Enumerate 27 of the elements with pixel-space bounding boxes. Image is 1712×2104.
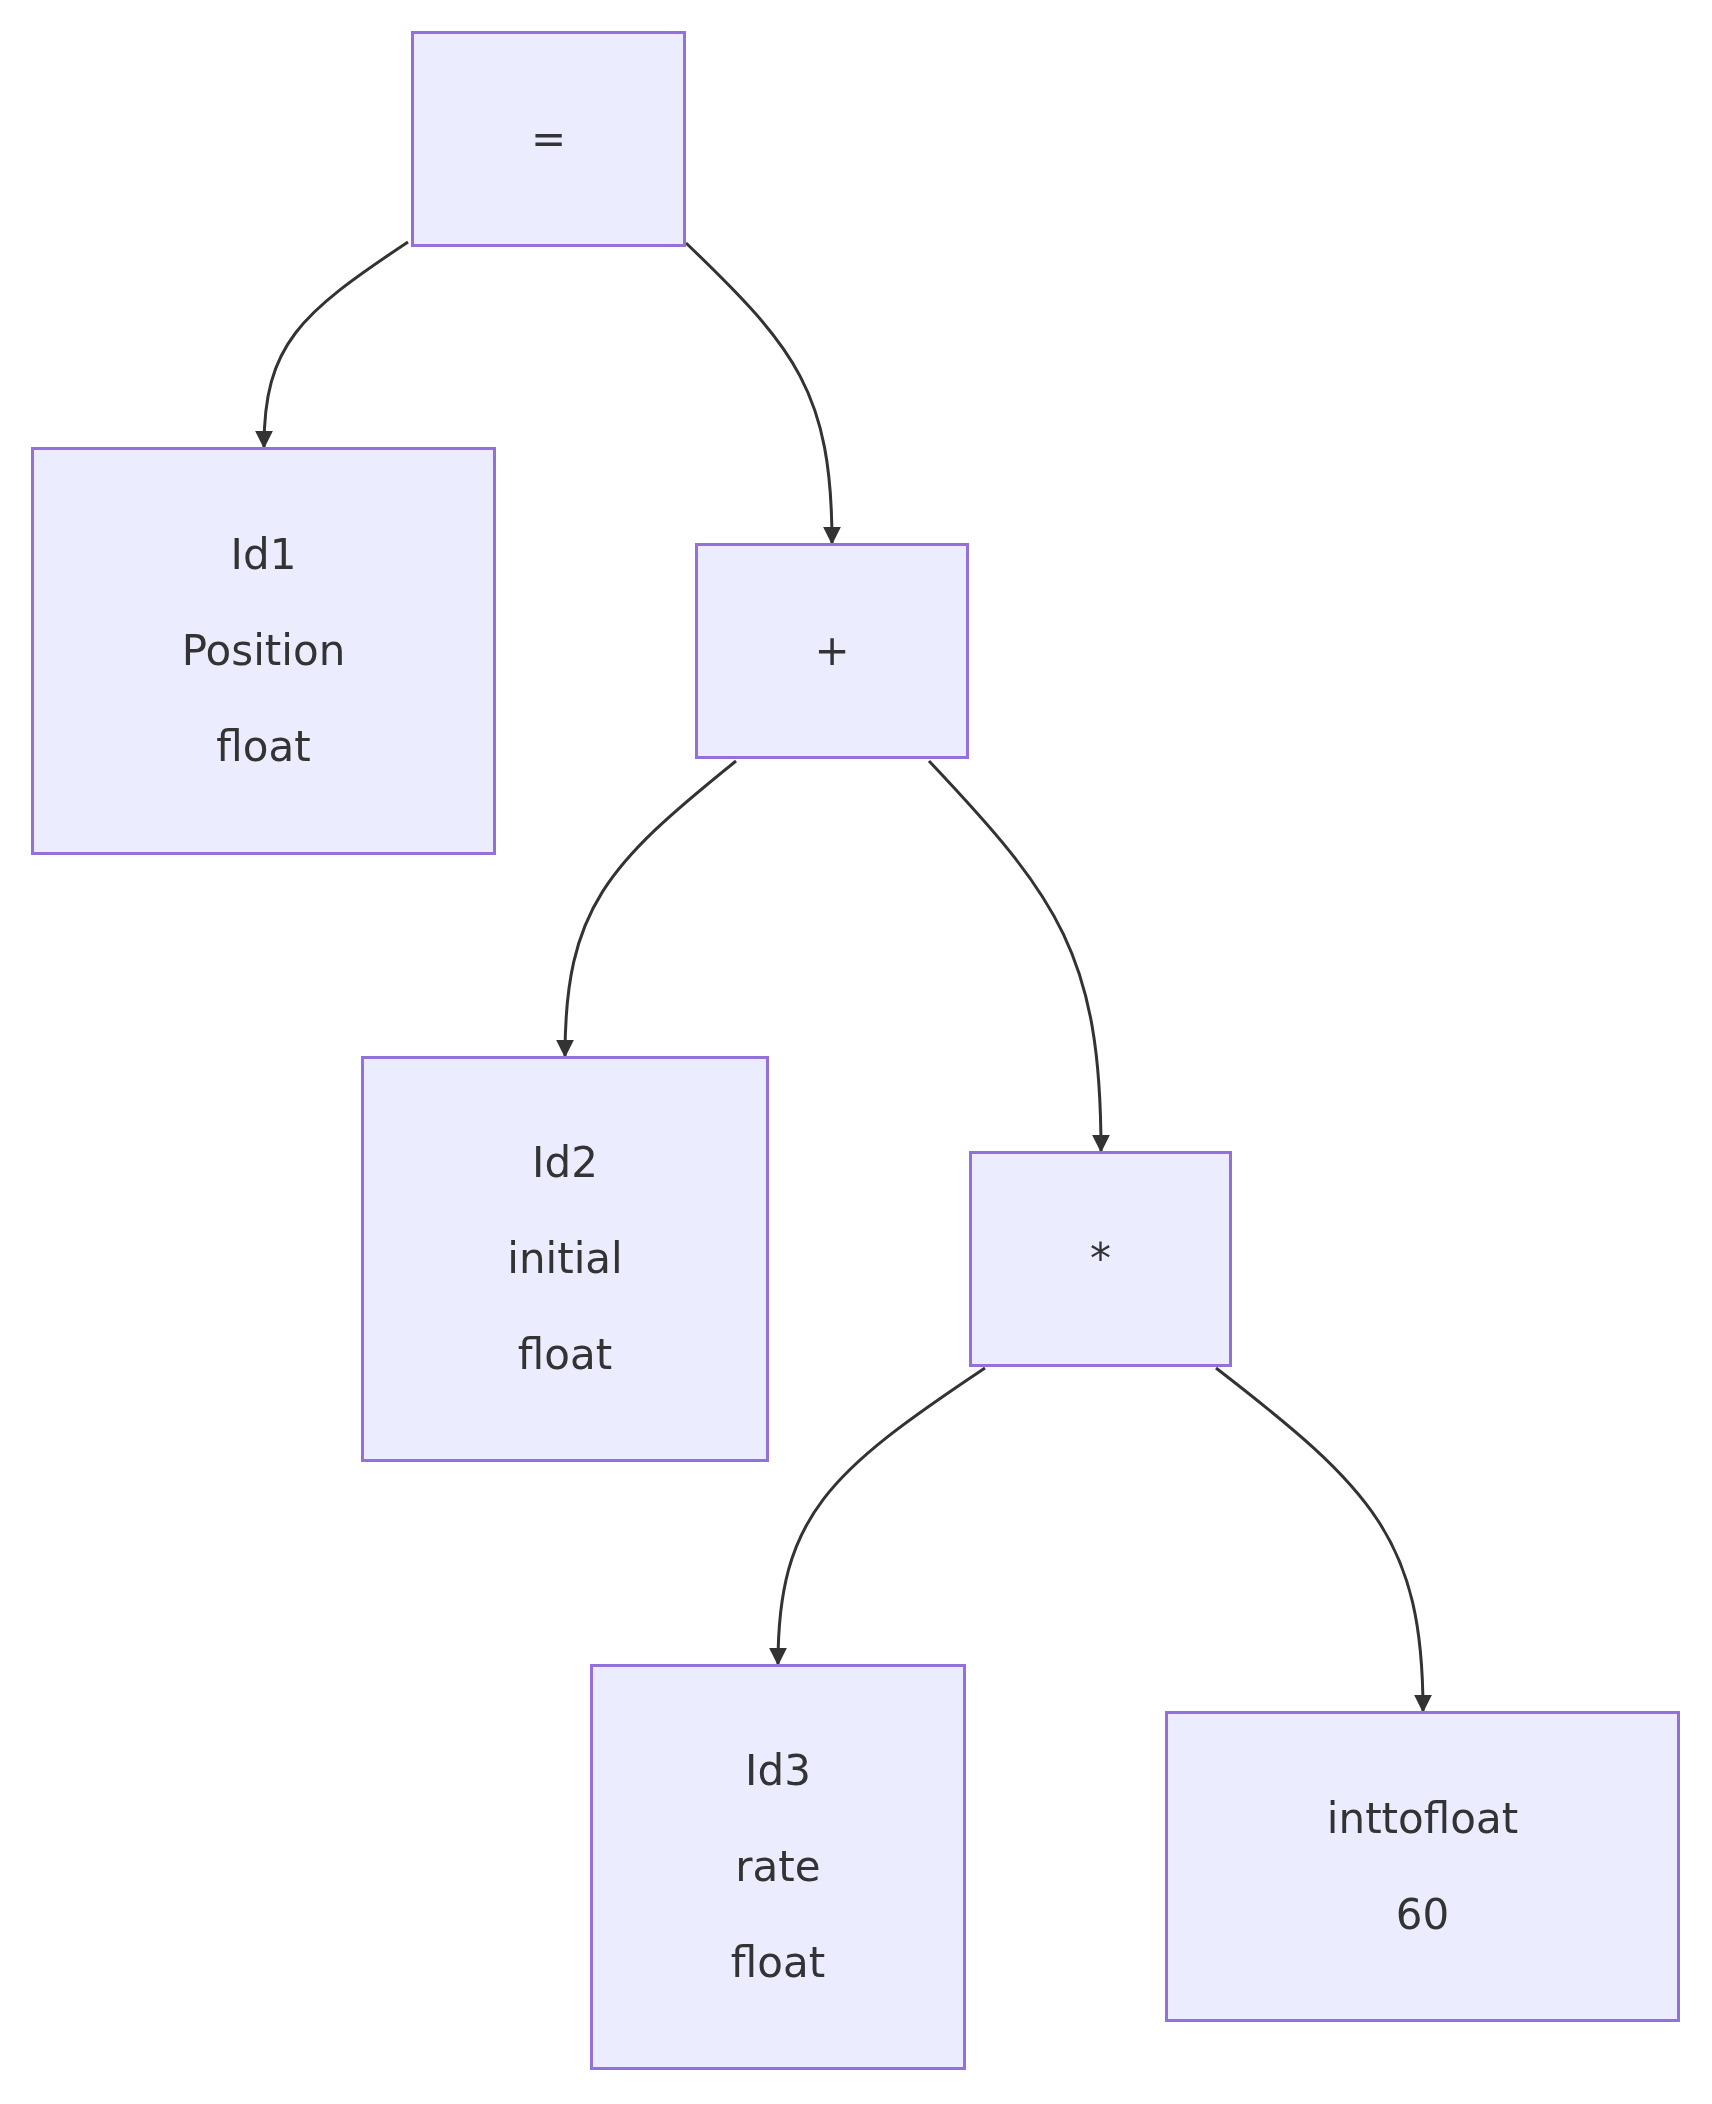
node-label: + bbox=[814, 625, 850, 677]
node-label: * bbox=[1090, 1233, 1111, 1285]
tree-node-box bbox=[695, 543, 969, 759]
node-label: Position bbox=[181, 625, 346, 677]
arrow bbox=[769, 1366, 986, 1666]
node-label: float bbox=[730, 1937, 826, 1989]
tree-node-box bbox=[969, 1151, 1232, 1367]
node-label: initial bbox=[507, 1233, 623, 1285]
arrow bbox=[1215, 1366, 1432, 1713]
node-label: Id2 bbox=[532, 1137, 598, 1189]
arrow bbox=[927, 759, 1110, 1153]
arrow bbox=[556, 759, 737, 1058]
tree-node-box bbox=[361, 1056, 769, 1462]
arrow bbox=[255, 240, 409, 449]
tree-node-box bbox=[411, 31, 686, 247]
node-label: float bbox=[517, 1329, 613, 1381]
node-label: = bbox=[530, 113, 567, 165]
arrow bbox=[684, 241, 841, 545]
node-label: 60 bbox=[1395, 1888, 1450, 1941]
tree-node-box bbox=[31, 447, 496, 855]
node-label: Id1 bbox=[230, 529, 297, 581]
tree-node-box bbox=[590, 1664, 966, 2070]
node-label: Id3 bbox=[745, 1745, 811, 1797]
node-label: float bbox=[216, 721, 311, 773]
node-label: inttofloat bbox=[1326, 1792, 1519, 1845]
node-label: rate bbox=[735, 1841, 821, 1893]
tree-node-box bbox=[1165, 1711, 1680, 2022]
